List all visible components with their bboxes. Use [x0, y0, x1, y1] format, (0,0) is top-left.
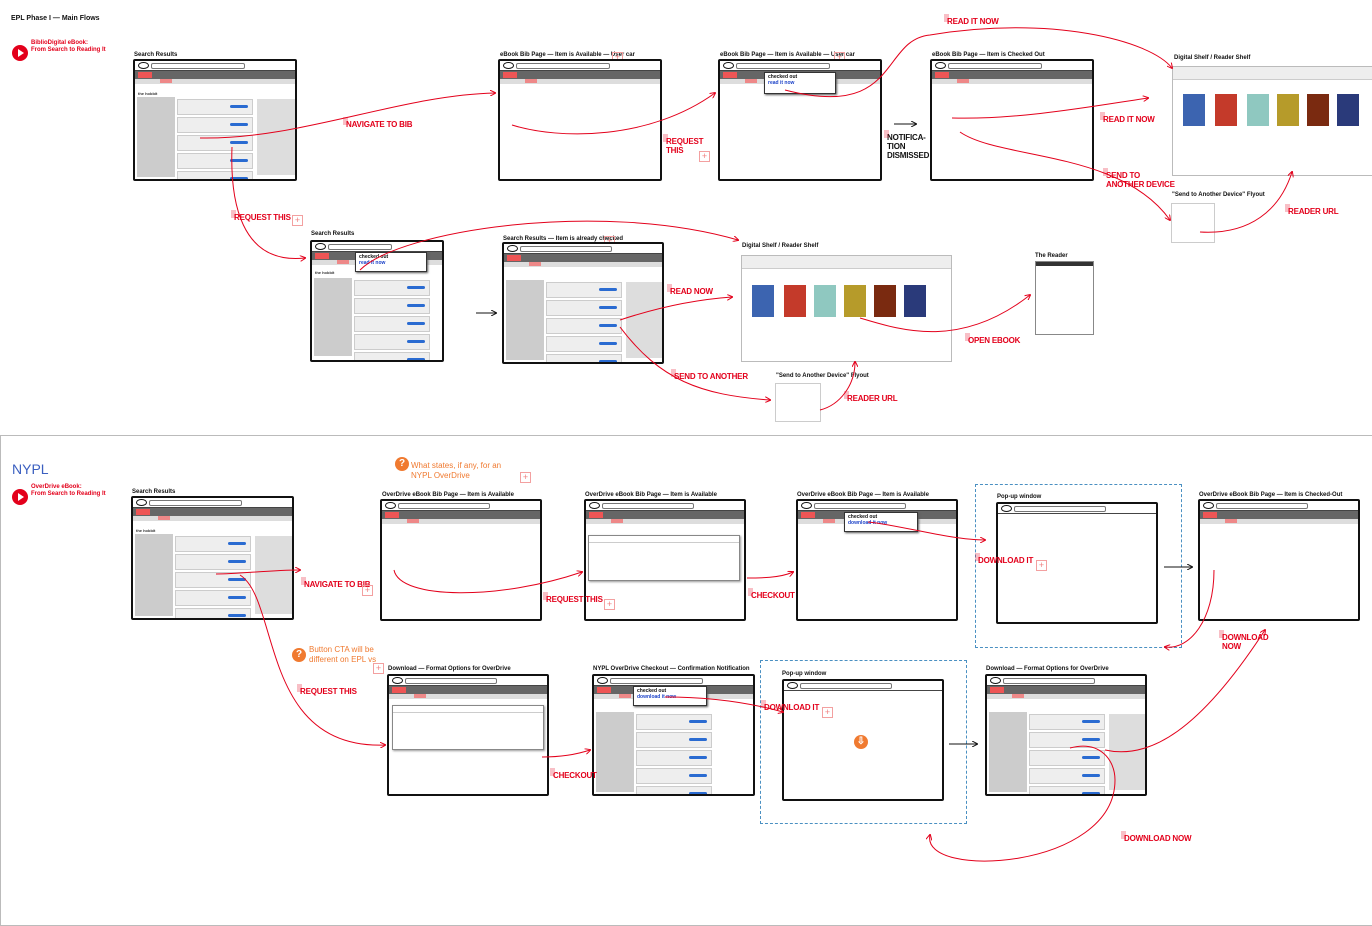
- label-request-this: REQUEST THIS: [297, 684, 357, 696]
- screen-title: Pop-up window: [782, 671, 827, 677]
- checked-out-screen: [1198, 499, 1360, 621]
- digital-shelf-screen: [741, 255, 952, 362]
- checkout-confirmation-screen: [592, 674, 755, 796]
- screen-title: Pop-up window: [997, 494, 1042, 500]
- note-overdrive-question: What states, if any, for an NYPL OverDri…: [411, 461, 502, 480]
- popup-window-frame: [760, 660, 967, 824]
- label-reader-url: READER URL: [1284, 204, 1339, 216]
- screen-title: "Send to Another Device" Flyout: [1172, 192, 1265, 198]
- screen-title: OverDrive eBook Bib Page — Item is Avail…: [585, 492, 717, 498]
- label-download-now: DOWNLOAD NOW: [1218, 630, 1269, 651]
- add-icon[interactable]: +: [699, 151, 710, 162]
- page-title: EPL Phase I — Main Flows: [11, 15, 100, 22]
- bib-page-screen: [498, 59, 662, 181]
- label-request-this: REQUEST THIS: [231, 210, 291, 222]
- label-download-it: DOWNLOAD IT: [760, 700, 820, 712]
- format-options-modal: [588, 535, 740, 581]
- label-reader-url: READER URL: [843, 391, 898, 403]
- search-snippet: the hobbit: [315, 270, 335, 275]
- section-title: NYPL: [12, 461, 49, 477]
- screen-title: Download — Format Options for OverDrive: [388, 666, 511, 672]
- screen-title: eBook Bib Page — Item is Checked Out: [932, 52, 1045, 58]
- label-read-it-now: READ IT NOW: [1100, 112, 1155, 124]
- format-options-modal: [392, 705, 544, 750]
- label-checkout: CHECKOUT: [550, 768, 597, 780]
- search-results-screen: the hobbit: [131, 496, 294, 620]
- label-download-it: DOWNLOAD IT: [974, 553, 1034, 565]
- checkout-popover: checked out download it now: [844, 512, 918, 532]
- browser-icon: [138, 62, 149, 69]
- label-navigate-to-bib: NAVIGATE TO BIB: [342, 117, 413, 129]
- screen-title: OverDrive eBook Bib Page — Item is Avail…: [382, 492, 514, 498]
- nypl-logo: [138, 72, 152, 78]
- label-request-this: REQUEST THIS: [543, 592, 603, 604]
- question-icon: ?: [292, 648, 306, 662]
- checkout-popover: checked out read it now: [764, 72, 836, 94]
- download-icon[interactable]: ⇩: [854, 735, 868, 749]
- screen-title: Digital Shelf / Reader Shelf: [1174, 55, 1251, 61]
- label-open-ebook: OPEN EBOOK: [964, 333, 1021, 345]
- checkout-popover: checked out read it now: [355, 252, 427, 272]
- read-it-now-link[interactable]: read it now: [768, 80, 795, 86]
- send-device-flyout: [775, 383, 821, 422]
- add-icon[interactable]: +: [822, 707, 833, 718]
- search-snippet: the hobbit: [136, 528, 156, 533]
- url-bar[interactable]: [151, 63, 245, 69]
- add-icon[interactable]: +: [1036, 560, 1047, 571]
- play-icon[interactable]: [12, 45, 28, 61]
- checkout-popover: checked out download it now: [633, 686, 707, 706]
- screen-title: Search Results: [134, 52, 178, 58]
- checked-out-screen: [930, 59, 1094, 181]
- send-device-flyout: [1171, 203, 1215, 243]
- play-icon[interactable]: [12, 489, 28, 505]
- search-results-screen: [502, 242, 664, 364]
- download-it-now-link[interactable]: download it now: [637, 694, 677, 700]
- screen-title: NYPL OverDrive Checkout — Confirmation N…: [593, 666, 750, 672]
- screen-title: Search Results: [132, 489, 176, 495]
- digital-shelf-screen: [1172, 66, 1372, 176]
- screen-title: Digital Shelf / Reader Shelf: [742, 243, 819, 249]
- popup-window-screen: [782, 679, 944, 801]
- label-checkout: CHECKOUT: [748, 588, 795, 600]
- reader-screen: [1035, 261, 1094, 335]
- screen-title: The Reader: [1035, 253, 1068, 259]
- note-button-cta: Button CTA will be different on EPL vs: [309, 645, 377, 664]
- add-icon[interactable]: +: [292, 215, 303, 226]
- screen-title: OverDrive eBook Bib Page — Item is Check…: [1199, 492, 1343, 498]
- download-format-screen: [985, 674, 1147, 796]
- popup-window-frame: [975, 484, 1182, 648]
- screen-title: Search Results: [311, 231, 355, 237]
- download-it-now-link[interactable]: download it now: [848, 520, 888, 526]
- screen-title: Download — Format Options for OverDrive: [986, 666, 1109, 672]
- section1-flow-title: BiblioDigital eBook: From Search to Read…: [31, 40, 106, 53]
- screen-title: "Send to Another Device" Flyout: [776, 373, 869, 379]
- label-notification-dismissed: NOTIFICA- TION DISMISSED: [883, 130, 930, 160]
- label-request-this: REQUEST THIS: [662, 134, 704, 155]
- label-navigate-to-bib: NAVIGATE TO BIB: [300, 577, 371, 589]
- search-snippet: the hobbit: [138, 91, 158, 96]
- read-it-now-link[interactable]: read it now: [359, 260, 386, 266]
- add-icon[interactable]: +: [520, 472, 531, 483]
- add-icon[interactable]: +: [373, 663, 384, 674]
- label-send-to-another: SEND TO ANOTHER: [671, 369, 748, 381]
- screen-title: eBook Bib Page — Item is Available — Use…: [500, 52, 635, 58]
- section2-flow-title: OverDrive eBook: From Search to Reading …: [31, 484, 106, 497]
- screen-title: OverDrive eBook Bib Page — Item is Avail…: [797, 492, 929, 498]
- label-read-now: READ NOW: [667, 284, 713, 296]
- add-icon[interactable]: +: [362, 585, 373, 596]
- overdrive-bib-screen: [380, 499, 542, 621]
- label-download-now: DOWNLOAD NOW: [1120, 831, 1192, 843]
- search-results-screen: the hobbit: [133, 59, 297, 181]
- label-read-it-now: READ IT NOW: [944, 14, 999, 26]
- add-icon[interactable]: +: [604, 599, 615, 610]
- popup-window-screen: [996, 502, 1158, 624]
- question-icon: ?: [395, 457, 409, 471]
- label-send-to-another-device: SEND TO ANOTHER DEVICE: [1103, 168, 1175, 189]
